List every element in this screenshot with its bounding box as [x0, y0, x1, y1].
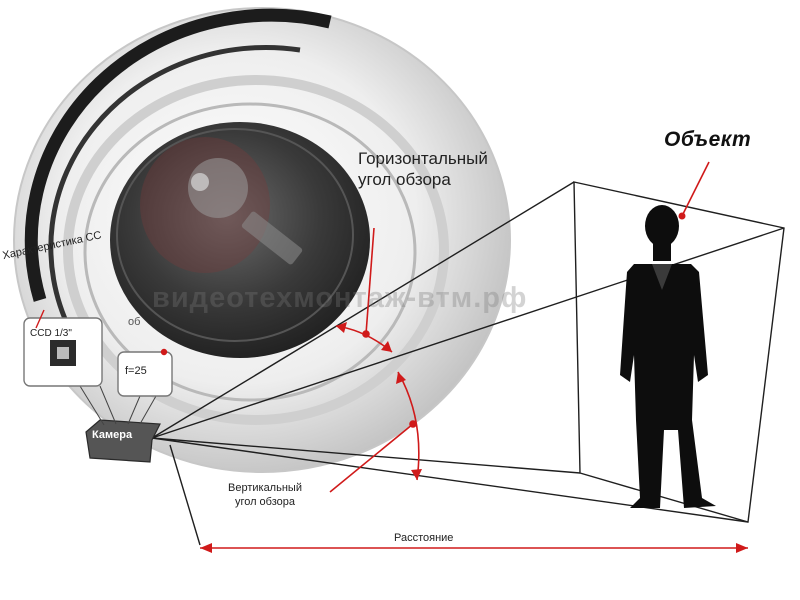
callout-pointers: [35, 309, 168, 356]
watermark: видеотехмонтаж-втм.рф: [152, 282, 528, 314]
horizontal-angle-label: Горизонтальный угол обзора: [358, 148, 488, 190]
object-pointer: [678, 161, 710, 220]
camera-box: [85, 419, 161, 463]
vertical-angle-label: Вертикальный угол обзора: [228, 481, 302, 509]
horizontal-angle-line1: Горизонтальный: [358, 149, 488, 168]
horizontal-angle-line2: угол обзора: [358, 170, 451, 189]
callout-connectors: [79, 385, 157, 426]
sensor-chip-icon: [23, 317, 103, 387]
object-label: Объект: [664, 128, 752, 151]
focal-callout: [117, 351, 173, 397]
lens-label-fragment: об: [128, 316, 141, 328]
horizontal-angle-arc: [335, 227, 393, 353]
vertical-angle-line2: угол обзора: [234, 496, 296, 508]
focal-length-label: f=25: [125, 365, 147, 377]
sensor-size-label: CCD 1/3": [30, 328, 72, 339]
camera-label: Камера: [92, 429, 133, 441]
vertical-angle-arc: [329, 371, 422, 493]
distance-label: Расстояние: [394, 532, 454, 544]
distance-arrow: [200, 543, 748, 553]
person-silhouette-icon: [620, 205, 716, 508]
vertical-angle-line1: Вертикальный: [228, 482, 302, 494]
